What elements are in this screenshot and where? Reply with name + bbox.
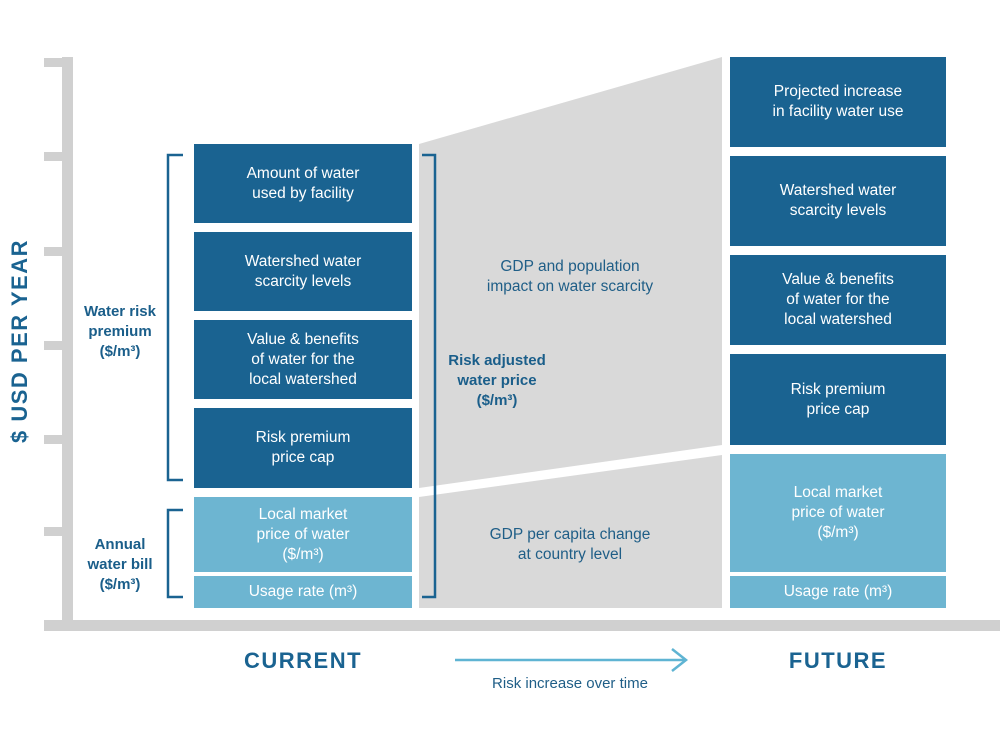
y-axis-ticks bbox=[44, 58, 64, 536]
current-water-used-box: Amount of water used by facility bbox=[194, 144, 412, 223]
future-usage-rate-box: Usage rate (m³) bbox=[730, 576, 946, 608]
y-axis-line bbox=[62, 57, 73, 631]
time-arrow-head bbox=[671, 648, 689, 672]
future-price-cap-box: Risk premium price cap bbox=[730, 354, 946, 445]
future-market-price-box: Local market price of water ($/m³) bbox=[730, 454, 946, 572]
water-risk-premium-label: Water risk premium ($/m³) bbox=[84, 303, 156, 360]
lower-transition-band bbox=[419, 455, 722, 608]
future-value-benefits-box: Value & benefits of water for the local … bbox=[730, 255, 946, 345]
annual-water-bill-label: Annual water bill ($/m³) bbox=[87, 536, 153, 593]
current-market-price-box: Local market price of water ($/m³) bbox=[194, 497, 412, 572]
y-axis-title: $ USD PER YEAR bbox=[7, 239, 32, 443]
x-axis-line bbox=[44, 620, 1000, 631]
future-scarcity-box: Watershed water scarcity levels bbox=[730, 156, 946, 246]
current-value-benefits-box: Value & benefits of water for the local … bbox=[194, 320, 412, 399]
timeline-label: Risk increase over time bbox=[492, 675, 648, 692]
current-title: CURRENT bbox=[243, 648, 363, 673]
upper-driver-text: GDP and population impact on water scarc… bbox=[486, 258, 654, 295]
current-scarcity-box: Watershed water scarcity levels bbox=[194, 232, 412, 311]
water-risk-premium-bracket bbox=[166, 153, 183, 482]
risk-adjusted-price-label: Risk adjusted water price ($/m³) bbox=[448, 352, 546, 409]
lower-driver-text: GDP per capita change at country level bbox=[489, 526, 651, 563]
annual-water-bill-bracket bbox=[166, 508, 183, 599]
future-projected-increase-box: Projected increase in facility water use bbox=[730, 57, 946, 147]
current-price-cap-box: Risk premium price cap bbox=[194, 408, 412, 488]
future-title: FUTURE bbox=[788, 648, 888, 673]
upper-transition-band bbox=[419, 57, 722, 488]
risk-adjusted-price-bracket bbox=[422, 153, 437, 599]
current-usage-rate-box: Usage rate (m³) bbox=[194, 576, 412, 608]
